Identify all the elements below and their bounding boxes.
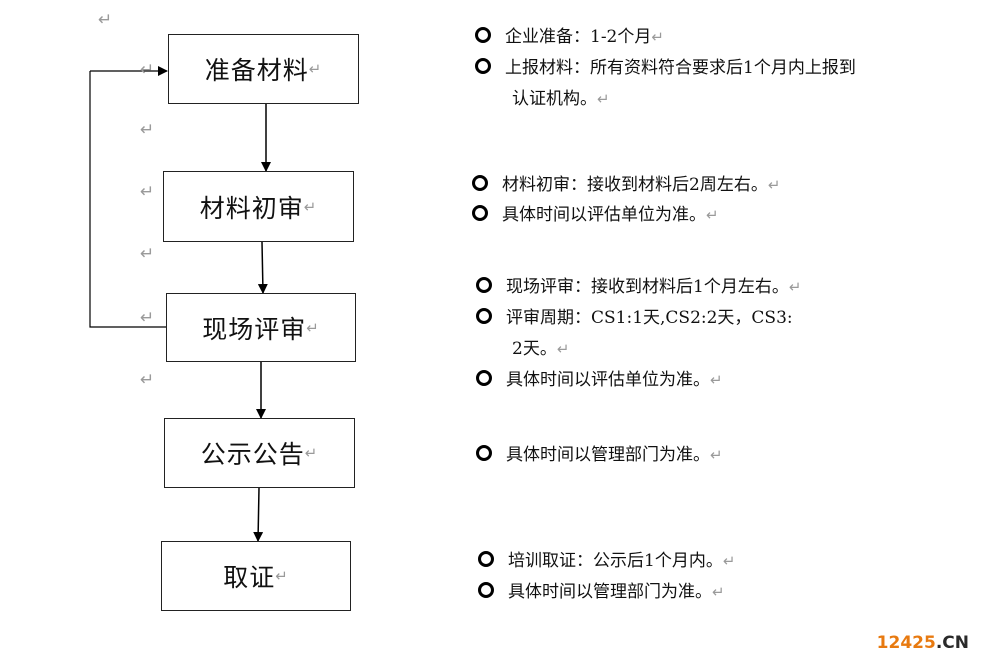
arrow-step2-to-step3 [257, 241, 268, 294]
flow-step-label: 准备材料 [204, 56, 309, 85]
return-mark: ↵ [275, 567, 289, 585]
note-text: 2天。 [512, 339, 557, 359]
return-mark: ↵ [306, 318, 320, 337]
note-text: 培训取证：公示后1个月内。 [508, 551, 723, 571]
bullet-circle-icon [475, 27, 491, 43]
flow-step-label: 材料初审 [199, 193, 304, 223]
return-mark: ↵ [706, 206, 719, 224]
return-mark: ↵ [597, 90, 610, 108]
return-mark: ↵ [140, 120, 155, 140]
return-mark: ↵ [140, 60, 155, 80]
note-item: 材料初审：接收到材料后2周左右。↵ [472, 175, 780, 195]
note-item: 培训取证：公示后1个月内。↵ [478, 551, 735, 571]
flow-step-label: 现场评审 [202, 314, 307, 344]
return-mark: ↵ [140, 370, 155, 390]
site-watermark: 12425.CN [877, 633, 969, 653]
return-mark: ↵ [651, 28, 664, 46]
return-mark: ↵ [304, 444, 319, 462]
note-text: 具体时间以管理部门为准。 [508, 582, 712, 602]
bullet-circle-icon [475, 58, 491, 74]
return-mark: ↵ [98, 10, 113, 30]
bullet-circle-icon [478, 582, 494, 598]
flow-step-initial-review: 材料初审↵ [163, 171, 354, 242]
note-text: 现场评审：接收到材料后1个月左右。 [506, 277, 789, 297]
return-mark: ↵ [303, 197, 318, 216]
flow-step-certification: 取证↵ [161, 541, 351, 611]
note-item: 现场评审：接收到材料后1个月左右。↵ [476, 277, 801, 297]
return-mark: ↵ [712, 583, 725, 601]
note-item: 评审周期：CS1:1天,CS2:2天，CS3: [476, 308, 793, 328]
return-mark: ↵ [308, 60, 323, 78]
return-mark: ↵ [140, 244, 155, 264]
flow-step-prepare-materials: 准备材料↵ [168, 34, 359, 104]
note-text: 评审周期：CS1:1天,CS2:2天，CS3: [506, 308, 793, 328]
note-item: 具体时间以评估单位为准。↵ [472, 205, 719, 225]
bullet-circle-icon [472, 205, 488, 221]
note-continuation: 2天。↵ [512, 339, 569, 359]
return-mark: ↵ [710, 446, 723, 464]
return-mark: ↵ [767, 176, 781, 194]
feedback-loop-line [89, 71, 166, 328]
bullet-circle-icon [476, 277, 492, 293]
return-mark: ↵ [556, 340, 570, 358]
bullet-circle-icon [478, 551, 494, 567]
note-item: 具体时间以评估单位为准。↵ [476, 370, 723, 390]
return-mark: ↵ [722, 552, 736, 570]
bullet-circle-icon [476, 445, 492, 461]
return-mark: ↵ [140, 182, 155, 202]
note-text: 具体时间以评估单位为准。 [502, 205, 706, 225]
flow-step-label: 取证 [223, 563, 276, 592]
flow-step-label: 公示公告 [200, 440, 305, 469]
watermark-suffix: .CN [935, 633, 969, 653]
arrow-step4-to-step5 [253, 487, 264, 542]
note-text: 企业准备：1-2个月 [505, 27, 652, 47]
bullet-circle-icon [472, 175, 488, 191]
return-mark: ↵ [788, 278, 802, 296]
note-item: 企业准备：1-2个月↵ [475, 27, 664, 47]
note-item: 上报材料：所有资料符合要求后1个月内上报到 [475, 58, 856, 78]
return-mark: ↵ [140, 308, 155, 328]
note-text: 具体时间以评估单位为准。 [506, 370, 710, 390]
note-text: 上报材料：所有资料符合要求后1个月内上报到 [505, 58, 856, 78]
return-mark: ↵ [710, 371, 723, 389]
note-text: 具体时间以管理部门为准。 [506, 445, 710, 465]
bullet-circle-icon [476, 308, 492, 324]
bullet-circle-icon [476, 370, 492, 386]
note-text: 材料初审：接收到材料后2周左右。 [502, 175, 768, 195]
flow-step-onsite-review: 现场评审↵ [166, 293, 356, 362]
note-item: 具体时间以管理部门为准。↵ [478, 582, 725, 602]
note-text: 认证机构。 [512, 89, 597, 109]
note-item: 具体时间以管理部门为准。↵ [476, 445, 723, 465]
flow-step-public-notice: 公示公告↵ [164, 418, 355, 488]
note-continuation: 认证机构。↵ [512, 89, 610, 109]
watermark-number: 12425 [876, 633, 936, 653]
